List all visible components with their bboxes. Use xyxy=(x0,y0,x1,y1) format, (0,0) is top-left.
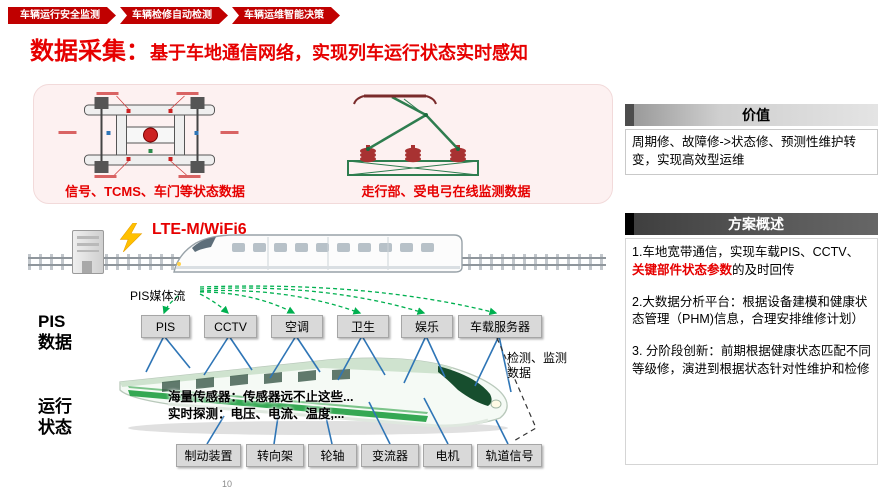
solution-header: 方案概述 xyxy=(625,213,878,235)
page-title: 数据采集：基于车地通信网络，实现列车运行状态实时感知 xyxy=(30,30,528,67)
breadcrumb: 车辆运行安全监测 车辆检修自动检测 车辆运维智能决策 xyxy=(8,7,340,24)
value-header: 价值 xyxy=(625,104,878,126)
breadcrumb-item-safety-monitoring: 车辆运行安全监测 xyxy=(8,7,116,24)
entertainment-box: 娱乐 xyxy=(401,315,453,338)
solution-item-1-post: 的及时回传 xyxy=(732,262,795,277)
image-gallery-panel: 信号、TCMS、车门等状态数据 走行部、受电弓在线监测数据 xyxy=(33,84,613,204)
sanitation-box: 卫生 xyxy=(337,315,389,338)
solution-item-3: 3. 分阶段创新：前期根据健康状态匹配不同等级修，演进到根据状态针对性维护和检修 xyxy=(632,344,871,376)
sensor-note-line1: 海量传感器：传感器远不止这些... xyxy=(168,390,354,404)
motor-box: 电机 xyxy=(423,444,472,467)
pis-box: PIS xyxy=(141,315,190,338)
solution-item-1-highlight: 关键部件状态参数 xyxy=(632,262,733,277)
cctv-box: CCTV xyxy=(204,315,257,338)
pis-data-row-label: PIS 数据 xyxy=(38,312,72,353)
pis-stream-label: PIS媒体流 xyxy=(130,289,186,303)
train-side-illustration xyxy=(173,234,463,273)
track-signal-box: 轨道信号 xyxy=(477,444,542,467)
onboard-server-box: 车载服务器 xyxy=(458,315,542,338)
pantograph-image xyxy=(347,94,479,176)
solution-body: 1.车地宽带通信，实现车载PIS、CCTV、关键部件状态参数的及时回传 2.大数… xyxy=(625,238,878,465)
wheel-axle-box: 轮轴 xyxy=(308,444,357,467)
network-label: LTE-M/WiFi6 xyxy=(152,221,247,238)
caption-monitoring-data: 走行部、受电弓在线监测数据 xyxy=(361,184,531,199)
detect-monitor-label: 检测、监测数据 xyxy=(507,351,568,380)
lightning-icon xyxy=(119,223,143,252)
bogie-box: 转向架 xyxy=(246,444,304,467)
status-row-label: 运行 状态 xyxy=(38,397,72,438)
title-prefix: 数据采集： xyxy=(30,38,150,65)
brake-device-box: 制动装置 xyxy=(176,444,241,467)
solution-item-1: 1.车地宽带通信，实现车载PIS、CCTV、关键部件状态参数的及时回传 xyxy=(632,244,871,280)
title-text: 基于车地通信网络，实现列车运行状态实时感知 xyxy=(150,43,528,63)
converter-box: 变流器 xyxy=(361,444,419,467)
breadcrumb-item-smart-decision: 车辆运维智能决策 xyxy=(232,7,340,24)
sensor-note: 海量传感器：传感器远不止这些... 实时探测：电压、电流、温度,... xyxy=(168,389,353,423)
caption-status-data: 信号、TCMS、车门等状态数据 xyxy=(65,184,245,199)
air-conditioning-box: 空调 xyxy=(271,315,323,338)
value-body: 周期修、故障修->状态修、预测性维护转变，实现高效型运维 xyxy=(625,129,878,175)
page-number: 10 xyxy=(222,479,233,489)
bogie-diagram-image xyxy=(58,92,239,178)
sensor-note-line2: 实时探测：电压、电流、温度,... xyxy=(168,406,345,421)
solution-item-1-pre: 1.车地宽带通信，实现车载PIS、CCTV、 xyxy=(632,245,860,259)
solution-item-2: 2.大数据分析平台：根据设备建模和健康状态管理（PHM)信息，合理安排维修计划） xyxy=(632,294,868,327)
breadcrumb-item-auto-inspection: 车辆检修自动检测 xyxy=(120,7,228,24)
ground-station-icon xyxy=(72,230,104,274)
